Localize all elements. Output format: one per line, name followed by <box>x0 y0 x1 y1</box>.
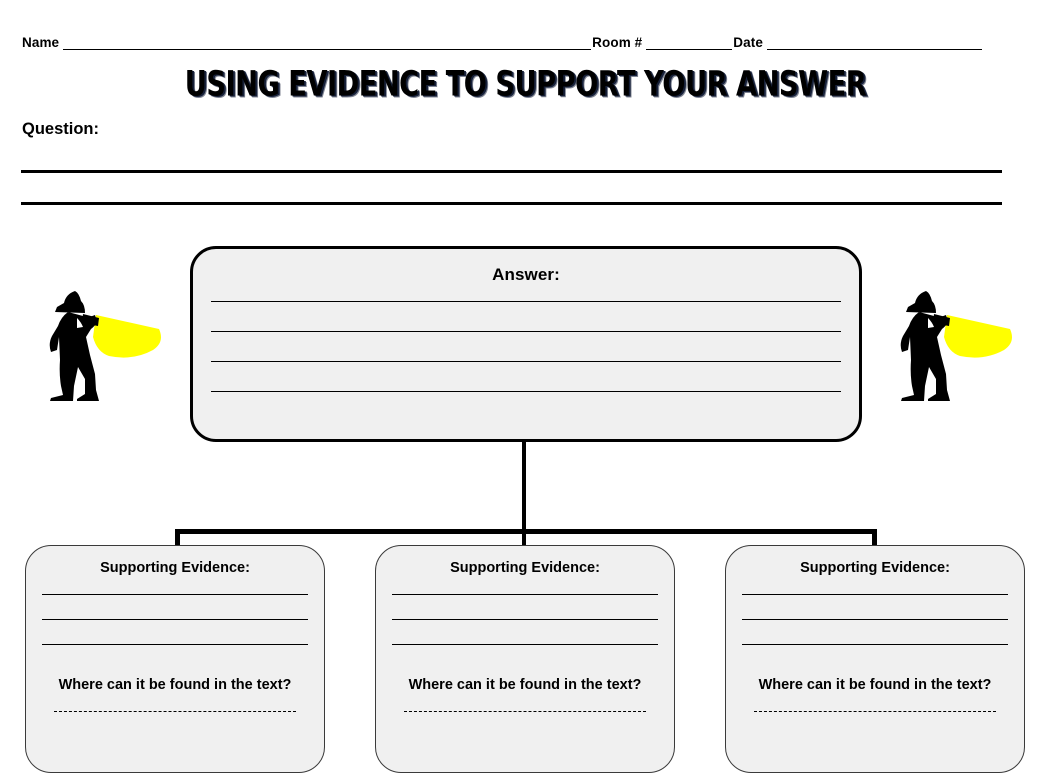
answer-line-2[interactable] <box>211 331 841 361</box>
connector-vertical-main <box>522 441 526 533</box>
flashlight-beam <box>93 315 161 358</box>
evidence-write-lines <box>376 594 674 669</box>
connector-drop-left <box>175 529 180 549</box>
supporting-evidence-box-2[interactable]: Supporting Evidence: Where can it be fou… <box>375 545 675 773</box>
name-blank-line[interactable] <box>63 35 592 50</box>
evidence-title: Supporting Evidence: <box>800 560 950 576</box>
evidence-title: Supporting Evidence: <box>450 560 600 576</box>
evidence-line-3[interactable] <box>392 644 658 669</box>
evidence-location-question: Where can it be found in the text? <box>58 677 292 693</box>
flashlight-beam <box>944 315 1012 358</box>
evidence-line-2[interactable] <box>42 619 308 644</box>
evidence-line-1[interactable] <box>392 594 658 619</box>
evidence-location-question: Where can it be found in the text? <box>758 677 992 693</box>
evidence-row: Supporting Evidence: Where can it be fou… <box>0 545 1051 775</box>
flashlight-body <box>82 314 99 326</box>
question-blank-line-1[interactable] <box>21 170 1002 173</box>
detective-silhouette <box>49 291 99 401</box>
question-label: Question: <box>22 120 99 138</box>
answer-line-1[interactable] <box>211 301 841 331</box>
worksheet-header: Name Room # Date <box>0 26 1051 50</box>
question-blank-line-2[interactable] <box>21 202 1002 205</box>
evidence-location-blank-line[interactable] <box>404 711 646 712</box>
evidence-write-lines <box>726 594 1024 669</box>
detective-with-flashlight-icon <box>33 282 163 402</box>
room-blank-line[interactable] <box>646 35 733 50</box>
answer-line-4[interactable] <box>211 391 841 421</box>
answer-write-lines <box>193 301 859 421</box>
connector-horizontal-bar <box>175 529 877 534</box>
evidence-title: Supporting Evidence: <box>100 560 250 576</box>
detective-with-flashlight-icon <box>884 282 1014 402</box>
evidence-location-blank-line[interactable] <box>54 711 296 712</box>
evidence-line-3[interactable] <box>742 644 1008 669</box>
name-label: Name <box>22 35 60 50</box>
date-blank-line[interactable] <box>766 35 982 50</box>
supporting-evidence-box-3[interactable]: Supporting Evidence: Where can it be fou… <box>725 545 1025 773</box>
supporting-evidence-box-1[interactable]: Supporting Evidence: Where can it be fou… <box>25 545 325 773</box>
detective-silhouette <box>900 291 950 401</box>
page-title: Using Evidence to Support Your Answer <box>184 64 867 105</box>
answer-box[interactable]: Answer: <box>190 246 862 442</box>
evidence-write-lines <box>26 594 324 669</box>
evidence-location-blank-line[interactable] <box>754 711 996 712</box>
evidence-line-2[interactable] <box>742 619 1008 644</box>
connector-drop-center <box>522 529 526 549</box>
evidence-line-3[interactable] <box>42 644 308 669</box>
flashlight-body <box>933 314 950 326</box>
room-label: Room # <box>592 35 643 50</box>
evidence-line-1[interactable] <box>42 594 308 619</box>
evidence-line-1[interactable] <box>742 594 1008 619</box>
evidence-location-question: Where can it be found in the text? <box>408 677 642 693</box>
date-label: Date <box>733 35 763 50</box>
evidence-line-2[interactable] <box>392 619 658 644</box>
answer-line-3[interactable] <box>211 361 841 391</box>
connector-drop-right <box>872 529 877 549</box>
answer-title: Answer: <box>492 265 560 284</box>
